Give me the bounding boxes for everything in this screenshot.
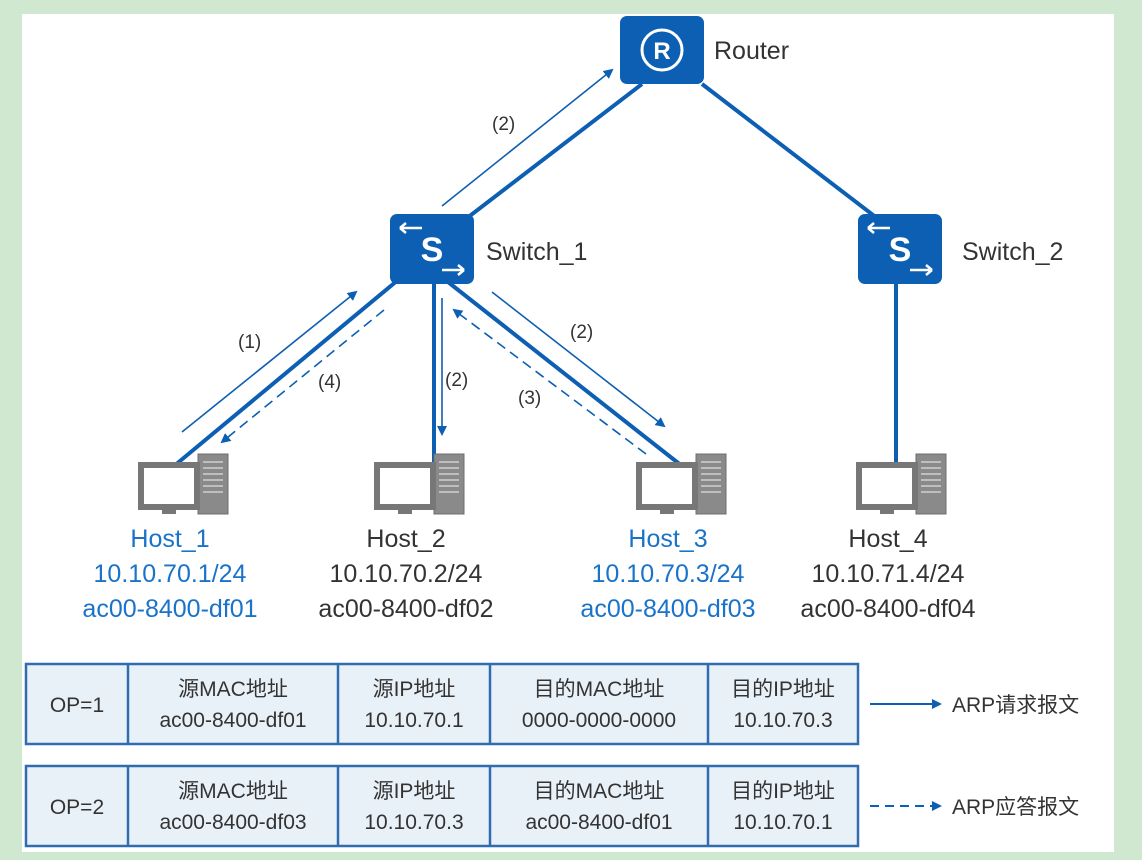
table-cell-header: 源IP地址: [373, 780, 456, 803]
switch-icon: [390, 214, 474, 284]
host-node-4: Host_4 10.10.71.4/24 ac00-8400-df04: [800, 453, 976, 623]
table-cell-value: ac00-8400-df01: [159, 709, 306, 732]
step-label-3: (3): [518, 388, 541, 409]
table-cell-header: 目的MAC地址: [534, 780, 665, 803]
host-ip: 10.10.70.1/24: [94, 560, 247, 588]
table-cell-value: 10.10.70.1: [364, 709, 463, 732]
table-cell-value: 10.10.70.1: [733, 811, 832, 834]
host-mac: ac00-8400-df01: [82, 595, 257, 623]
table-op-code: OP=1: [50, 694, 104, 717]
host-node-3: Host_3 10.10.70.3/24 ac00-8400-df03: [580, 453, 756, 623]
host-node-2: Host_2 10.10.70.2/24 ac00-8400-df02: [318, 453, 494, 623]
hosts-layer: Host_1 10.10.70.1/24 ac00-8400-df01 Host_2 1…: [82, 453, 976, 623]
step-label-2-host2: (2): [445, 370, 468, 391]
step-label-2-host3: (2): [570, 322, 593, 343]
table-cell-header: 源MAC地址: [178, 780, 288, 803]
host-mac: ac00-8400-df03: [580, 595, 755, 623]
host-ip: 10.10.70.2/24: [330, 560, 483, 588]
switch1-node: S Switch_1: [390, 214, 587, 284]
arrow-request-switch1-router: [441, 68, 614, 207]
switch-arrow-right-icon: [910, 264, 933, 276]
router-label: Router: [714, 37, 789, 65]
link-router-switch2: [700, 82, 892, 230]
table-op-code: OP=2: [50, 796, 104, 819]
step-label-4: (4): [318, 372, 341, 393]
host-ip: 10.10.71.4/24: [812, 560, 965, 588]
switch2-node: S Switch_2: [858, 214, 1063, 284]
table-cell-header: 源MAC地址: [178, 678, 288, 701]
switch-arrow-left-icon: [399, 222, 422, 234]
table-cell-value: 10.10.70.3: [733, 709, 832, 732]
computer-icon: [636, 453, 727, 515]
table-frame: [24, 764, 860, 848]
diagram-canvas: (1) (2) (2) (2) (3) (4) R Router S Switc…: [22, 14, 1114, 852]
host-mac: ac00-8400-df04: [800, 595, 975, 623]
table-cell-header: 源IP地址: [373, 678, 456, 701]
arrow-request-switch1-host3: [491, 291, 666, 428]
switch-arrow-left-icon: [867, 222, 890, 234]
link-router-switch1: [452, 82, 644, 230]
table-cell-value: ac00-8400-df01: [525, 811, 672, 834]
host-ip: 10.10.70.3/24: [592, 560, 745, 588]
table-cell-value: ac00-8400-df03: [159, 811, 306, 834]
computer-icon: [856, 453, 947, 515]
host-name: Host_3: [628, 525, 707, 553]
host-name: Host_1: [130, 525, 209, 553]
router-icon-glyph: R: [653, 38, 670, 65]
table-cell-value: 0000-0000-0000: [522, 709, 676, 732]
topology-links: [172, 82, 898, 468]
arrow-request-host1-switch1: [181, 290, 358, 433]
legend-label: ARP请求报文: [952, 694, 1079, 717]
host-node-1: Host_1 10.10.70.1/24 ac00-8400-df01: [82, 453, 258, 623]
packet-table-1: OP=1 源MAC地址 ac00-8400-df01 源IP地址 10.10.70.1 目…: [24, 662, 1079, 746]
step-label-1: (1): [238, 332, 261, 353]
switch-icon: [858, 214, 942, 284]
table-cell-header: 目的IP地址: [731, 678, 835, 701]
arrow-reply-switch1-host1: [220, 309, 385, 444]
packet-table-2: OP=2 源MAC地址 ac00-8400-df03 源IP地址 10.10.70.3 目…: [24, 764, 1079, 848]
switch-icon-glyph: S: [421, 231, 444, 269]
legend-label: ARP应答报文: [952, 796, 1079, 819]
computer-icon: [374, 453, 465, 515]
switch-arrow-right-icon: [442, 264, 465, 276]
router-icon-ring: [640, 28, 684, 72]
switch-icon-glyph: S: [889, 231, 912, 269]
host-name: Host_4: [848, 525, 927, 553]
table-frame: [24, 662, 860, 746]
router-icon: [620, 16, 704, 84]
computer-icon: [138, 453, 229, 515]
flow-arrows: [181, 68, 666, 455]
host-name: Host_2: [366, 525, 445, 553]
switch1-label: Switch_1: [486, 238, 587, 266]
table-cell-value: 10.10.70.3: [364, 811, 463, 834]
host-mac: ac00-8400-df02: [318, 595, 493, 623]
router-node: R Router: [620, 16, 789, 84]
link-switch1-host1: [172, 278, 400, 468]
switch2-label: Switch_2: [962, 238, 1063, 266]
link-switch1-host3: [446, 280, 684, 468]
network-diagram: (1) (2) (2) (2) (3) (4) R Router S Switc…: [24, 16, 1079, 848]
arrow-reply-host3-switch1: [452, 308, 647, 455]
table-cell-header: 目的IP地址: [731, 780, 835, 803]
packet-tables: OP=1 源MAC地址 ac00-8400-df01 源IP地址 10.10.70.1 目…: [24, 662, 1079, 848]
step-label-2-router: (2): [492, 114, 515, 135]
table-cell-header: 目的MAC地址: [534, 678, 665, 701]
